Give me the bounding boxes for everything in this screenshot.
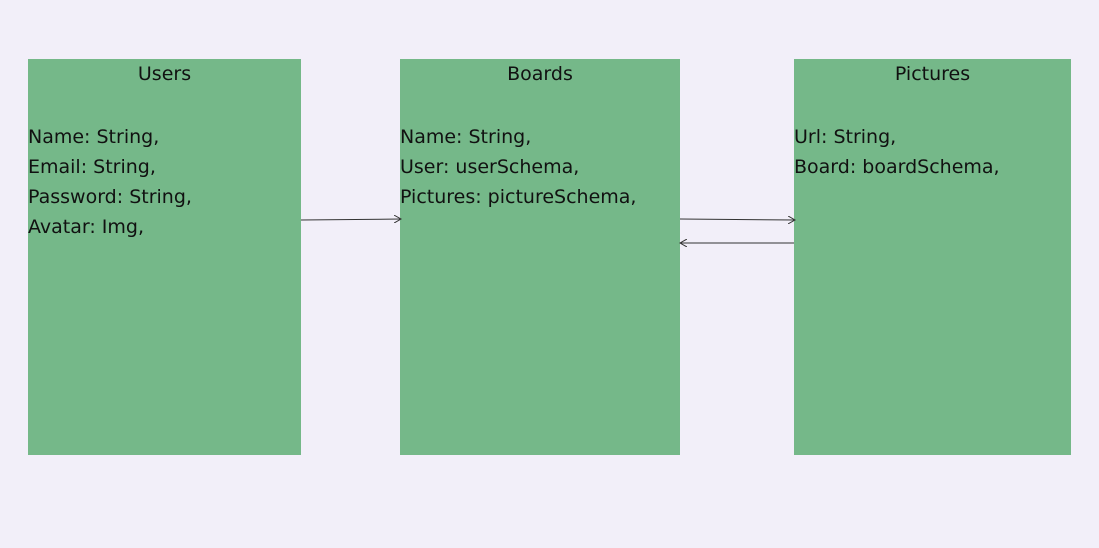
field-item: Name: String, — [28, 126, 160, 148]
field-list: Name: String, User: userSchema, Pictures… — [400, 122, 636, 212]
entity-users: Users Name: String, Email: String, Passw… — [28, 59, 301, 455]
field-item: Name: String, — [400, 126, 532, 148]
arrow-boards-to-pictures — [679, 219, 795, 220]
arrow-users-to-boards — [300, 219, 401, 220]
field-item: Email: String, — [28, 156, 156, 178]
entity-title: Users — [137, 63, 192, 85]
field-item: Pictures: pictureSchema, — [400, 186, 637, 208]
field-list: Name: String, Email: String, Password: S… — [28, 122, 192, 242]
field-item: User: userSchema, — [400, 156, 580, 178]
entity-pictures: Pictures Url: String, Board: boardSchema… — [794, 59, 1071, 455]
entity-title: Boards — [507, 63, 573, 85]
field-item: Url: String, — [794, 126, 897, 148]
entity-title: Pictures — [894, 63, 971, 85]
field-item: Avatar: Img, — [28, 216, 144, 238]
field-item: Board: boardSchema, — [794, 156, 1000, 178]
entity-boards: Boards Name: String, User: userSchema, P… — [400, 59, 680, 455]
field-item: Password: String, — [28, 186, 192, 208]
field-list: Url: String, Board: boardSchema, — [794, 122, 1000, 182]
